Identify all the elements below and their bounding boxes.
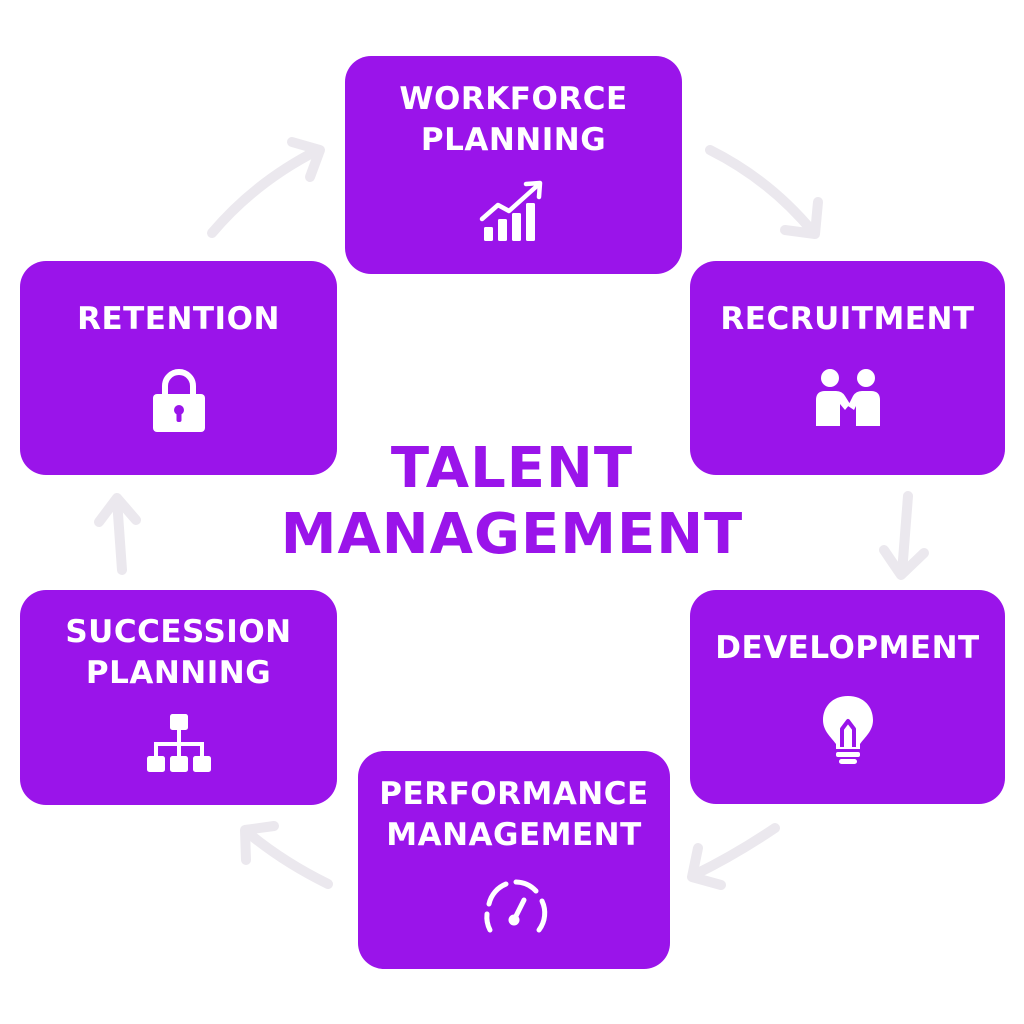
stage-card-succession-planning: SUCCESSION PLANNING: [20, 590, 337, 805]
stage-card-development: DEVELOPMENT: [690, 590, 1005, 804]
arrow-development-to-performance: [687, 823, 780, 890]
lightbulb-icon: [810, 691, 886, 767]
arrow-retention-to-workforce: [207, 137, 325, 238]
diagram-center-title: TALENT MANAGEMENT: [280, 436, 744, 567]
stage-title-performance-management: PERFORMANCE MANAGEMENT: [379, 776, 649, 853]
stage-title-workforce-planning: WORKFORCE PLANNING: [399, 81, 628, 158]
handshake-icon: [810, 362, 886, 438]
arrow-workforce-to-recruitment: [705, 145, 823, 239]
stage-title-recruitment: RECRUITMENT: [720, 300, 975, 337]
stage-card-retention: RETENTION: [20, 261, 337, 475]
gauge-icon: [476, 870, 552, 946]
arrow-performance-to-succession: [240, 821, 333, 889]
stage-title-retention: RETENTION: [77, 300, 280, 337]
arrow-succession-to-retention: [94, 493, 141, 575]
lock-icon: [141, 362, 217, 438]
stage-card-workforce-planning: WORKFORCE PLANNING: [345, 56, 682, 274]
stage-card-performance-management: PERFORMANCE MANAGEMENT: [358, 751, 670, 969]
stage-card-recruitment: RECRUITMENT: [690, 261, 1005, 475]
stage-title-development: DEVELOPMENT: [715, 629, 980, 666]
org-chart-icon: [141, 708, 217, 784]
stage-title-succession-planning: SUCCESSION PLANNING: [65, 613, 292, 691]
growth-chart-icon: [476, 175, 552, 251]
arrow-recruitment-to-development: [879, 491, 929, 580]
